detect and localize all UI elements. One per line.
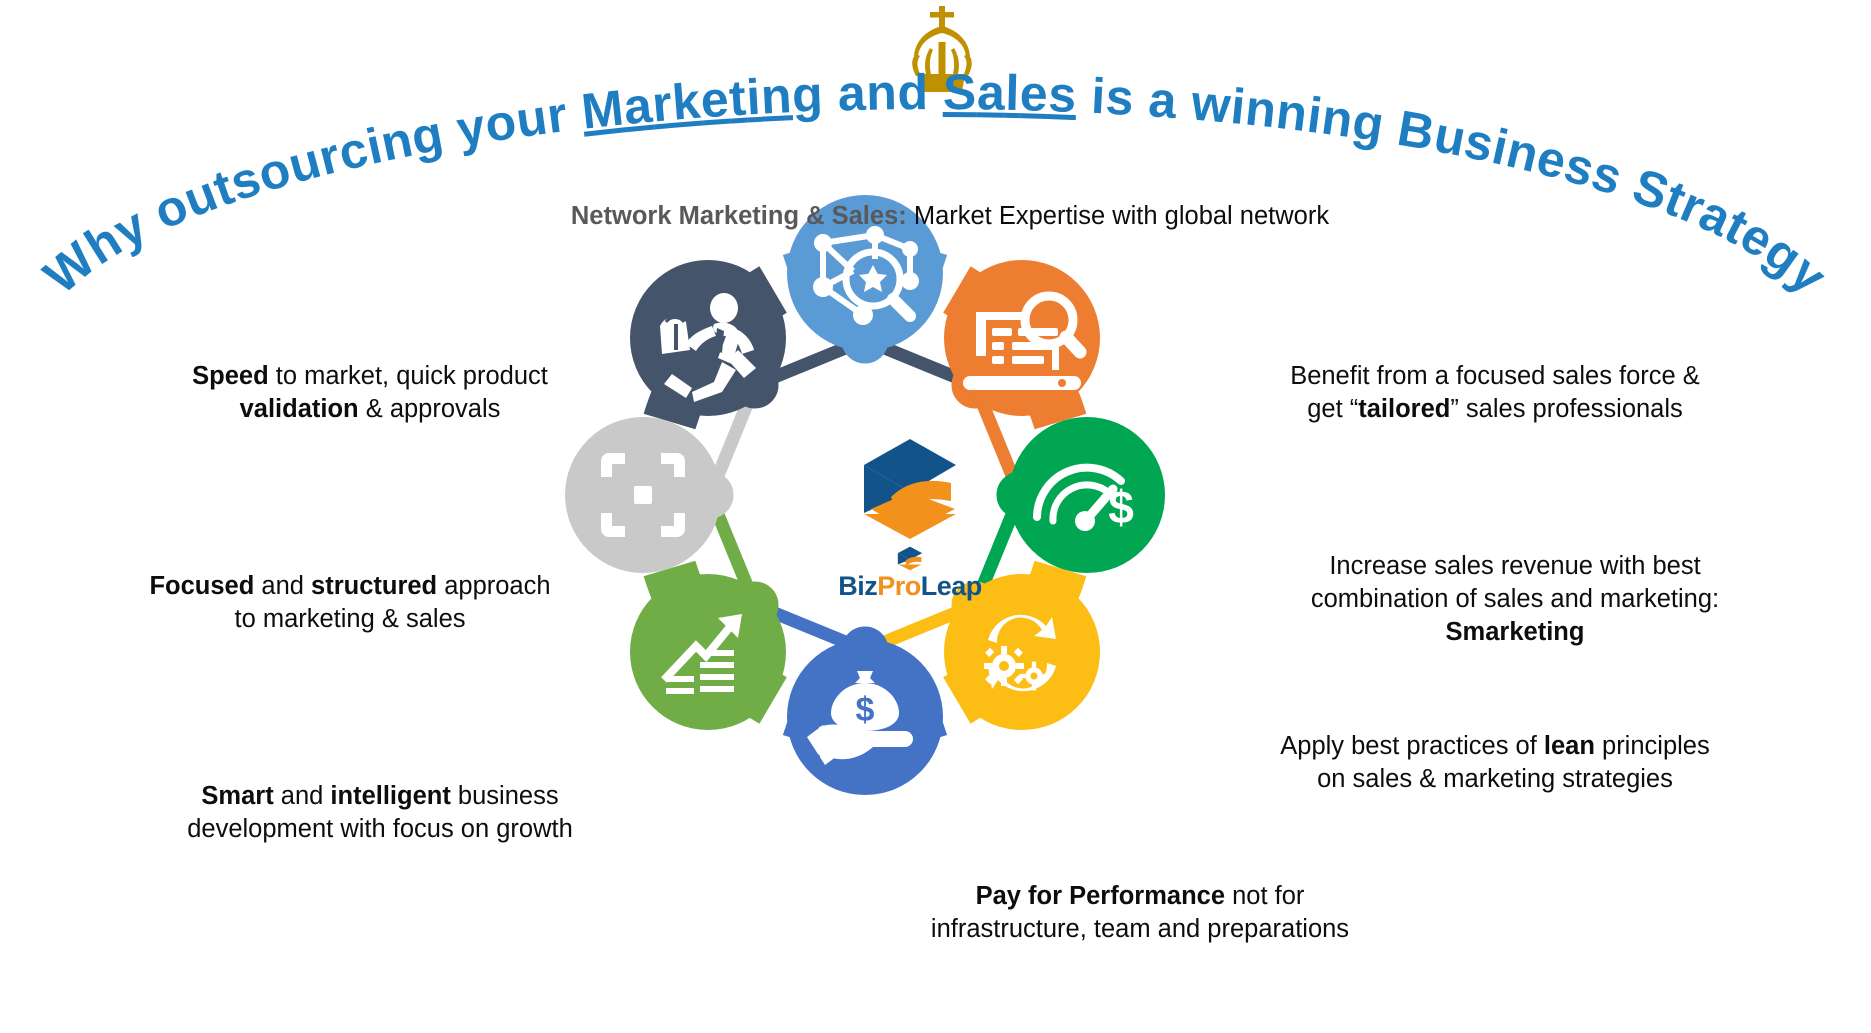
label-benefit-line1: Benefit from a focused sales force & bbox=[1290, 362, 1700, 390]
label-speed-bold2: validation bbox=[239, 395, 359, 424]
icon-circle-speed[interactable] bbox=[630, 260, 786, 416]
logo-text-biz: Biz bbox=[838, 571, 878, 601]
label-pay-post: not for bbox=[1225, 882, 1305, 910]
crown-icon bbox=[912, 6, 972, 92]
label-speed-rest1: to market, quick product bbox=[268, 362, 548, 390]
label-smart-line2: development with focus on growth bbox=[187, 815, 573, 844]
label-increase-bold: Smarketing bbox=[1445, 618, 1585, 647]
label-increase: Increase sales revenue with best combina… bbox=[1255, 550, 1775, 649]
bizproleap-mark-icon bbox=[861, 438, 959, 540]
bizproleap-small-mark-icon bbox=[897, 545, 923, 571]
icon-circle-pay[interactable]: $ bbox=[787, 639, 943, 795]
label-smart: Smart and intelligent business developme… bbox=[120, 780, 640, 846]
icon-circle-benefit[interactable] bbox=[944, 260, 1100, 416]
label-benefit: Benefit from a focused sales force & get… bbox=[1235, 360, 1755, 426]
label-network-bold: Network Marketing & Sales: bbox=[570, 202, 907, 230]
label-smart-post: business bbox=[450, 782, 559, 810]
label-smart-mid: and bbox=[273, 782, 331, 810]
label-pay-bold: Pay for Performance bbox=[975, 882, 1226, 910]
label-lean-line2: on sales & marketing strategies bbox=[1317, 765, 1673, 794]
label-speed: Speed to market, quick product validatio… bbox=[110, 360, 630, 426]
label-focused-mid: and bbox=[254, 572, 312, 600]
label-speed-rest2: & approvals bbox=[358, 395, 501, 424]
label-lean: Apply best practices of lean principles … bbox=[1235, 730, 1755, 796]
icon-circle-network[interactable] bbox=[787, 195, 943, 351]
label-focused-bold1: Focused bbox=[149, 572, 255, 600]
icon-circle-smart[interactable] bbox=[630, 574, 786, 730]
label-benefit-bold: tailored bbox=[1358, 395, 1451, 424]
icon-circle-lean[interactable] bbox=[944, 574, 1100, 730]
center-logo: BizProLeap bbox=[825, 435, 995, 601]
label-smart-bold2: intelligent bbox=[330, 782, 451, 810]
logo-text-pro: Pro bbox=[877, 571, 921, 601]
label-increase-line2: combination of sales and marketing: bbox=[1310, 585, 1720, 614]
label-benefit-pre: get “ bbox=[1307, 395, 1359, 424]
label-focused-bold2: structured bbox=[311, 572, 438, 600]
label-lean-bold: lean bbox=[1543, 732, 1595, 760]
label-focused-post: approach bbox=[437, 572, 551, 600]
label-network-rest: Market Expertise with global network bbox=[906, 202, 1330, 230]
label-smart-bold1: Smart bbox=[201, 782, 274, 810]
svg-text:$: $ bbox=[1108, 481, 1134, 533]
label-increase-line1: Increase sales revenue with best bbox=[1329, 552, 1701, 580]
svg-text:$: $ bbox=[856, 691, 875, 729]
logo-wordmark: BizProLeap bbox=[825, 545, 995, 602]
icon-circle-focused[interactable] bbox=[565, 417, 721, 573]
label-benefit-post: ” sales professionals bbox=[1450, 395, 1683, 424]
icon-circle-increase[interactable]: $ bbox=[1009, 417, 1165, 573]
label-lean-post: principles bbox=[1594, 732, 1710, 760]
label-pay: Pay for Performance not for infrastructu… bbox=[840, 880, 1440, 946]
label-focused: Focused and structured approach to marke… bbox=[90, 570, 610, 636]
label-speed-bold: Speed bbox=[192, 362, 269, 390]
label-pay-line2: infrastructure, team and preparations bbox=[930, 915, 1350, 944]
segmented-wheel-diagram: $ bbox=[565, 195, 1165, 795]
label-focused-line2: to marketing & sales bbox=[234, 605, 466, 634]
label-lean-pre: Apply best practices of bbox=[1280, 732, 1544, 760]
label-network-marketing: Network Marketing & Sales: Market Expert… bbox=[470, 200, 1430, 233]
logo-text-leap: Leap bbox=[920, 571, 983, 601]
